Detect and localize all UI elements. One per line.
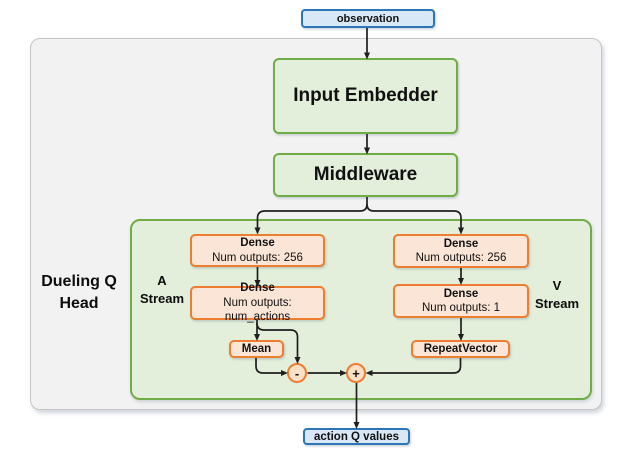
repeat-vector-node: RepeatVector [411,340,510,358]
v-stream-dense-2-title: Dense [443,287,479,300]
a-stream-dense-1-detail: Num outputs: 256 [212,251,303,264]
add-operator-label: + [352,365,360,381]
v-stream-dense-1-detail: Num outputs: 256 [415,252,507,264]
a-stream-label-line2: Stream [139,290,185,306]
repeat-vector-label: RepeatVector [423,343,498,355]
middleware-node: Middleware [273,153,458,197]
a-stream-label: A Stream [132,272,192,307]
observation-label: observation [336,12,400,25]
a-stream-dense-2-title: Dense [240,282,275,295]
add-operator-node: + [346,363,366,383]
input-embedder-label: Input Embedder [293,85,438,106]
v-stream-label-line1: V [552,278,562,293]
v-stream-dense-2-node: Dense Num outputs: 1 [393,284,529,318]
mean-label: Mean [241,343,272,355]
v-stream-dense-2-detail: Num outputs: 1 [422,302,500,314]
input-embedder-node: Input Embedder [273,58,458,134]
v-stream-label-line2: Stream [534,295,580,311]
a-stream-dense-2-detail: Num outputs: num_actions [223,296,292,324]
a-stream-label-line1: A [157,273,167,288]
a-stream-dense-1-title: Dense [240,237,275,250]
dueling-q-head-label-line2: Head [59,295,99,313]
dueling-q-head-label: Dueling Q Head [28,271,130,316]
a-stream-dense-1-node: Dense Num outputs: 256 [190,234,325,267]
dueling-q-head-label-line1: Dueling Q [41,273,117,290]
action-q-values-node: action Q values [303,428,410,445]
observation-node: observation [301,9,435,28]
a-stream-dense-2-node: Dense Num outputs: num_actions [190,282,325,323]
mean-node: Mean [229,340,284,358]
v-stream-label: V Stream [527,277,587,312]
action-q-values-label: action Q values [313,430,399,443]
v-stream-dense-1-node: Dense Num outputs: 256 [393,234,529,268]
subtract-operator-node: - [287,363,307,383]
middleware-label: Middleware [313,164,418,185]
v-stream-dense-1-title: Dense [443,237,479,250]
subtract-operator-label: - [294,365,300,381]
